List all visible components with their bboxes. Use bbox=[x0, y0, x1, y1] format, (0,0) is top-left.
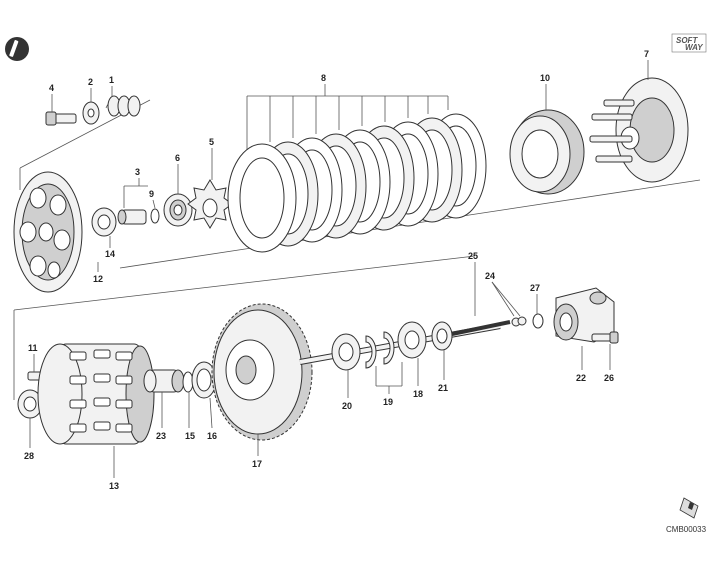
part-20-bearing[interactable] bbox=[331, 333, 361, 398]
callout-24: 24 bbox=[485, 271, 495, 281]
part-28-washer[interactable] bbox=[17, 389, 43, 448]
callout-26: 26 bbox=[604, 373, 614, 383]
callout-16: 16 bbox=[207, 431, 217, 441]
part-8-clutch-plates[interactable] bbox=[227, 84, 487, 253]
part-14-bearing[interactable] bbox=[91, 207, 117, 248]
section-badge-icon bbox=[5, 37, 29, 61]
part-22-slave-cylinder[interactable] bbox=[553, 287, 615, 370]
callout-17: 17 bbox=[252, 459, 262, 469]
brand-line2: WAY bbox=[685, 43, 703, 52]
part-25-pushrod[interactable] bbox=[451, 262, 511, 336]
part-13-clutch-basket[interactable] bbox=[37, 343, 155, 478]
part-2-washer[interactable] bbox=[82, 88, 100, 125]
callout-18: 18 bbox=[413, 389, 423, 399]
part-21-ring[interactable] bbox=[431, 321, 453, 380]
part-12-pressure-plate[interactable] bbox=[13, 171, 99, 293]
part-19-half-rings[interactable] bbox=[365, 331, 403, 394]
part-9-o-ring[interactable] bbox=[150, 199, 160, 224]
brand-line1: SOFT bbox=[676, 36, 698, 45]
callout-9: 9 bbox=[149, 189, 154, 199]
callout-19: 19 bbox=[383, 397, 393, 407]
part-27-o-ring[interactable] bbox=[532, 294, 544, 329]
part-3-pushrod[interactable] bbox=[117, 178, 148, 225]
callout-20: 20 bbox=[342, 401, 352, 411]
callout-2: 2 bbox=[88, 77, 93, 87]
callout-7: 7 bbox=[644, 49, 649, 59]
part-4-screw[interactable] bbox=[45, 94, 77, 126]
callout-4: 4 bbox=[49, 83, 54, 93]
part-24-balls[interactable] bbox=[491, 281, 527, 327]
callout-3: 3 bbox=[135, 167, 140, 177]
callout-10: 10 bbox=[540, 73, 550, 83]
part-10-hub[interactable] bbox=[509, 84, 585, 195]
callout-8: 8 bbox=[321, 73, 326, 83]
drawing-code: CMB00033 bbox=[666, 525, 707, 534]
callout-11: 11 bbox=[28, 343, 38, 353]
callout-23: 23 bbox=[156, 431, 166, 441]
callout-5: 5 bbox=[209, 137, 214, 147]
callout-6: 6 bbox=[175, 153, 180, 163]
callout-13: 13 bbox=[109, 481, 119, 491]
part-5-lock-washer[interactable] bbox=[187, 148, 233, 229]
callout-1: 1 bbox=[109, 75, 114, 85]
callout-27: 27 bbox=[530, 283, 540, 293]
lower-frame-lines bbox=[13, 255, 476, 400]
part-15-o-ring[interactable] bbox=[182, 371, 194, 428]
part-1-spring[interactable] bbox=[105, 86, 141, 117]
callout-15: 15 bbox=[185, 431, 195, 441]
brand-logo: SOFT WAY bbox=[671, 33, 707, 53]
part-6-nut[interactable] bbox=[163, 164, 193, 227]
part-26-bolt[interactable] bbox=[591, 331, 619, 370]
callout-21: 21 bbox=[438, 383, 448, 393]
callout-22: 22 bbox=[576, 373, 586, 383]
callout-12: 12 bbox=[93, 274, 103, 284]
part-7-housing[interactable] bbox=[589, 60, 689, 183]
part-18-bearing[interactable] bbox=[397, 321, 427, 386]
part-17-primary-gear[interactable] bbox=[211, 303, 313, 456]
callout-labels: 4 2 1 3 9 6 5 8 10 7 14 12 25 24 27 11 2… bbox=[24, 49, 649, 491]
part-23-bushing[interactable] bbox=[143, 369, 185, 428]
callout-25: 25 bbox=[468, 251, 478, 261]
callout-14: 14 bbox=[105, 249, 115, 259]
page-turn-icon[interactable] bbox=[679, 497, 699, 519]
callout-28: 28 bbox=[24, 451, 34, 461]
